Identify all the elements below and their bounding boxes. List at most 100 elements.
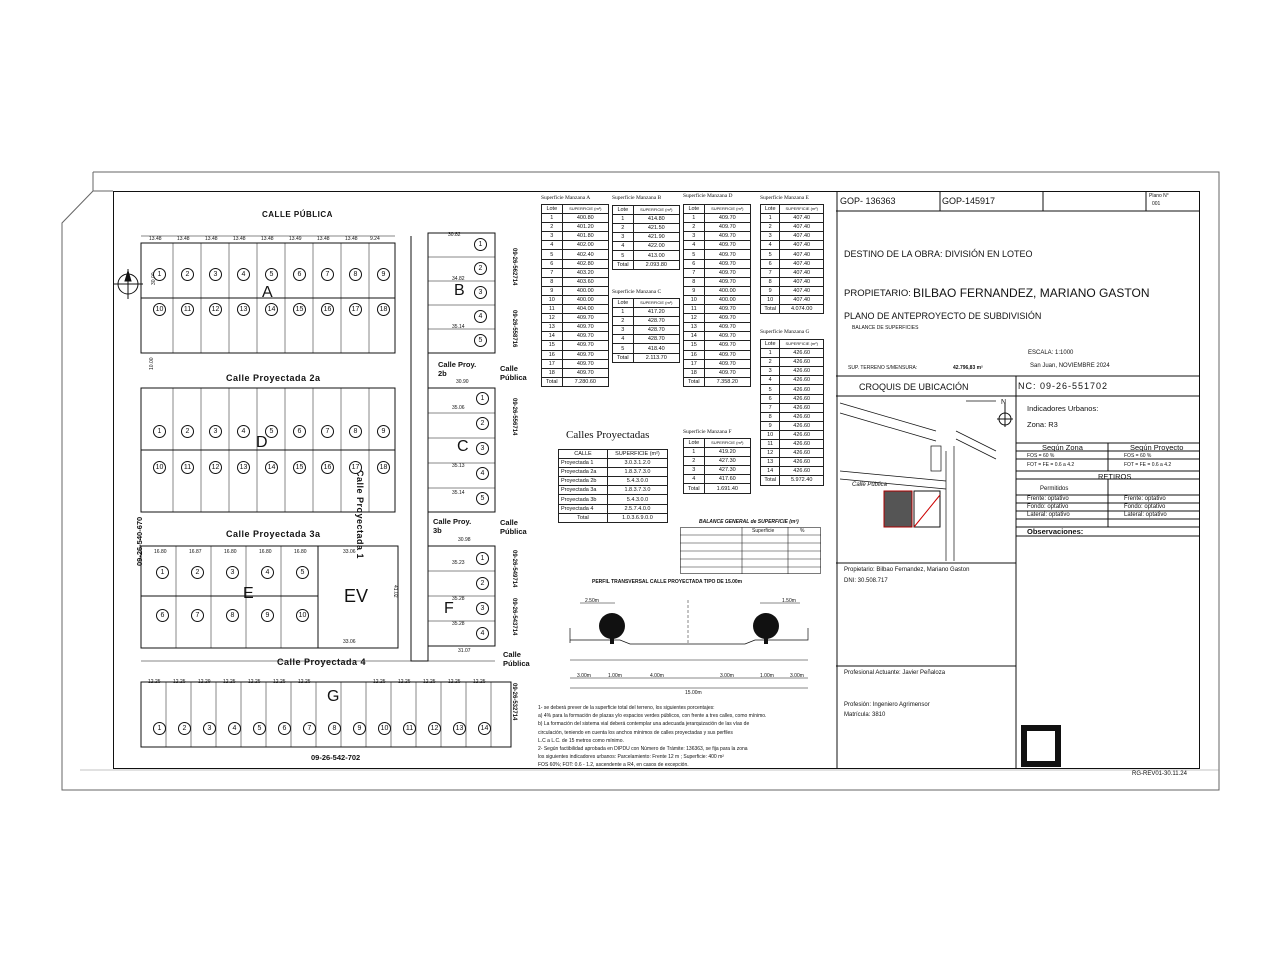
lot-number: 4: [237, 425, 250, 438]
dim-label: 12.25: [148, 679, 161, 685]
dim-label: 13.48: [233, 236, 246, 242]
lot-number: 15: [293, 461, 306, 474]
dim-label: 35.14: [452, 490, 465, 496]
sup-label: SUP. TERRENO S/MENSURA:: [848, 365, 918, 371]
perfil-dim-top-left: 2.50m: [585, 598, 599, 604]
lot-number: 2: [178, 722, 191, 735]
manzana-a-title: Superficie Manzana A: [541, 195, 591, 201]
dim-label: 35.14: [452, 324, 465, 330]
col-header-lote: Lote: [541, 203, 563, 215]
lot-number: 1: [476, 392, 489, 405]
lot-number: 12: [209, 461, 222, 474]
north-arrow-icon: [113, 269, 143, 299]
lot-number: 5: [296, 566, 309, 579]
col-header-sup: SUPERFICIE (m²): [779, 203, 824, 215]
col-header-sup: SUPERFICIE (m²): [779, 338, 824, 350]
lot-number: 5: [253, 722, 266, 735]
propietario: BILBAO FERNANDEZ, MARIANO GASTON: [913, 286, 1150, 300]
perfil-drawing: [569, 600, 809, 689]
dim-label: 12.25: [448, 679, 461, 685]
col-header-lote: Lote: [683, 437, 705, 449]
lot-number: 2: [181, 425, 194, 438]
retiros: RETIROS: [1098, 472, 1132, 481]
col-header-lote: Lote: [759, 203, 781, 215]
fos-proy: FOS = 60 %: [1124, 453, 1152, 459]
lot-number: 1: [153, 722, 166, 735]
lot-number: 11: [181, 303, 194, 316]
manzana-e-title: Superficie Manzana E: [760, 195, 809, 201]
manzana-g-title: Superficie Manzana G: [760, 329, 810, 335]
dim-label: 13.48: [177, 236, 190, 242]
dim-label: 30.90: [456, 379, 469, 385]
note-line: a) 4% para la formación de plazas y/o es…: [538, 713, 767, 720]
dim-label: 16.80: [294, 549, 307, 555]
tree-icon: [599, 613, 625, 644]
lot-number: 11: [403, 722, 416, 735]
perfil-dim: 1.00m: [760, 673, 774, 679]
lot-number: 18: [377, 303, 390, 316]
lot-number: 9: [261, 609, 274, 622]
col-header-sup: SUPERFICIE (m²): [703, 203, 752, 215]
lot-number: 1: [156, 566, 169, 579]
lot-number: 1: [474, 238, 487, 251]
observaciones: Observaciones:: [1027, 527, 1084, 536]
lot-number: 9: [377, 268, 390, 281]
plano-num: 001: [1152, 201, 1161, 207]
manzana-b-title: Superficie Manzana B: [612, 195, 662, 201]
lot-number: 5: [265, 268, 278, 281]
lot-number: 2: [474, 262, 487, 275]
block-c-label: C: [457, 438, 469, 455]
lot-number: 6: [293, 268, 306, 281]
lot-number: 1: [153, 425, 166, 438]
lot-number: 5: [265, 425, 278, 438]
street-calle-publica-r1: Calle Pública: [500, 364, 527, 382]
segun-zona: Según Zona: [1042, 443, 1083, 452]
dim-label: 12.25: [273, 679, 286, 685]
dim-label: 13.48: [205, 236, 218, 242]
lot-number: 1: [476, 552, 489, 565]
note-line: 1- se deberá prever de la superficie tot…: [538, 705, 715, 711]
dim-label: 16.80: [154, 549, 167, 555]
block-b-label: B: [454, 282, 465, 299]
lot-number: 17: [349, 461, 362, 474]
dim-label: 12.25: [473, 679, 486, 685]
dim-label: 9.24: [370, 236, 380, 242]
dim-label: 12.25: [173, 679, 186, 685]
perfil-dim-top-right: 1.50m: [782, 598, 796, 604]
dim-label: 13.49: [289, 236, 302, 242]
lot-number: 8: [226, 609, 239, 622]
lot-number: 13: [453, 722, 466, 735]
dim-label: 10.00: [149, 357, 155, 370]
nomenclatura-r5: 09-26-543714: [511, 598, 517, 636]
segun-proyecto: Según Proyecto: [1130, 443, 1184, 452]
dim-label: 12.25: [248, 679, 261, 685]
matricula: Matrícula: 3810: [844, 712, 886, 718]
